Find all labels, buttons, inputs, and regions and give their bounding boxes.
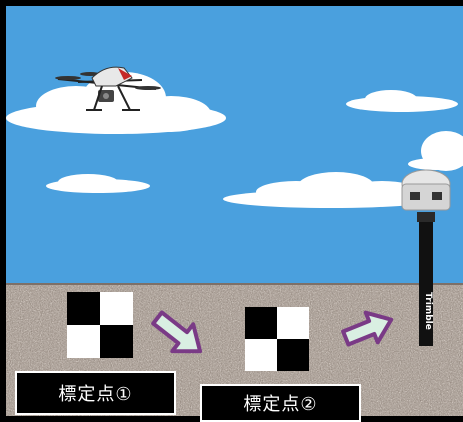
sky — [6, 6, 463, 291]
checkerboard-target-icon — [245, 307, 309, 371]
cloud — [408, 131, 463, 171]
gnss-rover-icon: Trimble — [401, 169, 451, 346]
arrow-right-icon — [341, 310, 394, 347]
checkerboard-target-icon — [67, 292, 133, 358]
trimble-logo: Trimble — [423, 292, 433, 330]
control-point-1-label: 標定点① — [15, 371, 176, 415]
control-point-2-label: 標定点② — [200, 384, 361, 422]
cloud — [46, 174, 150, 193]
cloud — [6, 72, 226, 134]
cloud — [223, 172, 439, 208]
drone-icon — [55, 66, 161, 111]
arrow-right-icon — [151, 310, 203, 354]
scene-illustration: Trimble — [6, 6, 463, 416]
cloud — [346, 90, 458, 112]
survey-scene: Trimble 標定点① 標定点② — [6, 6, 463, 422]
